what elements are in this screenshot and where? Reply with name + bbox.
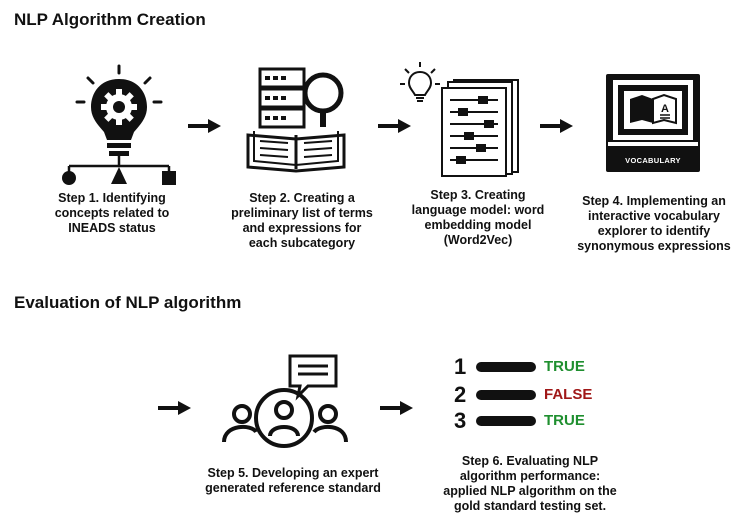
svg-text:A: A (661, 103, 669, 115)
arrow-icon (380, 401, 413, 415)
arrow-icon (158, 401, 191, 415)
step-2-label: Step 2. Creating a preliminary list of t… (231, 191, 373, 250)
step-3-label: Step 3. Creating language model: word em… (411, 188, 545, 247)
bar-icon (476, 390, 536, 400)
bar-icon (476, 362, 536, 372)
result-false: FALSE (544, 386, 593, 403)
step-6-label: Step 6. Evaluating NLP algorithm perform… (443, 454, 617, 513)
arrow-icon (378, 119, 411, 133)
ranked-row: 2 FALSE (446, 382, 606, 410)
rank-number: 3 (454, 408, 467, 433)
vocabulary-label: VOCABULARY (625, 156, 681, 165)
laptop-book-icon: A VOCABULARY (604, 72, 702, 174)
expert-group-speech-icon (222, 354, 348, 448)
result-true: TRUE (544, 358, 585, 375)
step-1-label: Step 1. Identifying concepts related to … (54, 191, 170, 235)
rank-number: 1 (454, 354, 467, 379)
section-title-evaluation: Evaluation of NLP algorithm (14, 293, 242, 312)
arrow-icon (540, 119, 573, 133)
ranked-list-icon: 1 TRUE 2 FALSE 3 TRUE (446, 352, 606, 442)
lightbulb-gear-icon (62, 64, 176, 185)
arrow-icon (188, 119, 221, 133)
result-true: TRUE (544, 412, 585, 429)
ranked-row: 1 TRUE (446, 354, 606, 382)
step-5-label: Step 5. Developing an expert generated r… (205, 466, 381, 495)
server-book-magnifier-icon (246, 67, 346, 173)
document-lightbulb-icon (400, 62, 519, 177)
section-title-creation: NLP Algorithm Creation (14, 10, 206, 29)
rank-number: 2 (454, 382, 467, 407)
bar-icon (476, 416, 536, 426)
ranked-row: 3 TRUE (446, 408, 606, 436)
step-4-label: Step 4. Implementing an interactive voca… (577, 194, 731, 253)
